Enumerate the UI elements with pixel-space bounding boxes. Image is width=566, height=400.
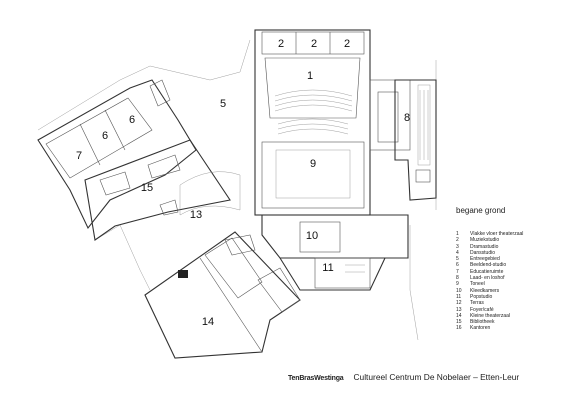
legend-number: 1 — [456, 231, 459, 237]
room-number: 1 — [307, 70, 313, 82]
legend-number: 7 — [456, 268, 459, 275]
legend-number: 16 — [456, 325, 462, 332]
legend-label: Educatieruimte — [470, 268, 504, 275]
legend-number: 5 — [456, 256, 459, 263]
room-number: 2 — [344, 38, 350, 50]
legend-label: Kleine theaterzaal — [470, 312, 511, 319]
room-labels: 1 2 2 2 5 6 6 7 8 9 10 11 13 14 15 — [76, 38, 410, 328]
legend-label: Bibliotheek — [470, 319, 495, 326]
legend-label: Dramastudio — [470, 243, 499, 250]
room-number: 14 — [202, 316, 214, 328]
legend-number: 15 — [456, 319, 462, 326]
legend-label: Entreegebied — [470, 256, 500, 263]
legend-row: 13 Foyer/café — [456, 307, 562, 313]
loading-dock — [394, 79, 437, 201]
legend-row: 10 Kleedkamers — [456, 288, 562, 294]
room-number: 2 — [278, 38, 284, 50]
drawing-caption: Cultureel Centrum De Nobelaer – Etten-Le… — [353, 372, 520, 382]
legend-row: 11 Popstudio — [456, 294, 562, 300]
room-number: 7 — [76, 150, 82, 162]
legend-row: 16 Kantoren — [456, 325, 562, 331]
legend-label: Toneel — [470, 281, 485, 288]
legend-number: 9 — [456, 281, 459, 288]
legend-label: Muziekstudio — [470, 237, 500, 244]
room-number: 8 — [404, 112, 410, 124]
south-wing — [144, 231, 301, 359]
legend-label: Terras — [470, 300, 484, 307]
west-wing — [37, 79, 241, 241]
legend-row: 15 Bibliotheek — [456, 319, 562, 325]
legend-number: 14 — [456, 312, 462, 319]
legend-label: Beeldend-studio — [470, 262, 507, 269]
legend-label: Foyer/café — [470, 306, 494, 313]
room-number: 2 — [311, 38, 317, 50]
legend-number: 11 — [456, 293, 462, 300]
legend-label: Laad- en loshof — [470, 275, 505, 282]
legend-row: 6 Beeldend-studio — [456, 262, 562, 268]
legend-row: 8 Laad- en loshof — [456, 275, 562, 281]
legend-row: 5 Entreegebied — [456, 256, 562, 262]
legend-row: 1 Vlakke vloer theaterzaal — [456, 231, 562, 237]
legend-row: 14 Kleine theaterzaal — [456, 313, 562, 319]
legend-label: Dansstudio — [470, 249, 496, 256]
legend-row: 12 Terras — [456, 300, 562, 306]
legend-row: 7 Educatieruimte — [456, 269, 562, 275]
legend-row: 2 Muziekstudio — [456, 237, 562, 243]
legend-number: 6 — [456, 262, 459, 269]
room-number: 9 — [310, 158, 316, 170]
legend-number: 8 — [456, 275, 459, 282]
room-number: 6 — [102, 130, 108, 142]
legend-label: Popstudio — [470, 293, 493, 300]
room-number: 13 — [190, 209, 202, 221]
room-number: 6 — [129, 114, 135, 126]
legend-label: Vlakke vloer theaterzaal — [470, 231, 524, 237]
legend-row: 9 Toneel — [456, 281, 562, 287]
footer: TenBrasWestinga Cultureel Centrum De Nob… — [288, 372, 519, 382]
legend-row: 3 Dramastudio — [456, 244, 562, 250]
legend-row: 4 Dansstudio — [456, 250, 562, 256]
backstage — [261, 214, 409, 291]
legend-number: 12 — [456, 300, 462, 307]
legend-label: Kleedkamers — [470, 287, 500, 294]
theatre-block — [254, 29, 411, 216]
legend-title: begane grond — [456, 206, 506, 215]
site-outline — [37, 39, 437, 341]
legend-number: 13 — [456, 306, 462, 313]
room-number: 10 — [306, 230, 318, 242]
legend-number: 2 — [456, 237, 459, 244]
legend-label: Kantoren — [470, 325, 491, 332]
legend-number: 3 — [456, 243, 459, 250]
legend-number: 4 — [456, 249, 459, 256]
legend-number: 10 — [456, 287, 462, 294]
room-number: 15 — [141, 182, 153, 194]
architect-logo: TenBrasWestinga — [288, 375, 344, 382]
room-number: 11 — [322, 262, 333, 274]
legend: begane grond 1 Vlakke vloer theaterzaal 2 M… — [456, 206, 562, 332]
room-number: 5 — [220, 98, 226, 110]
